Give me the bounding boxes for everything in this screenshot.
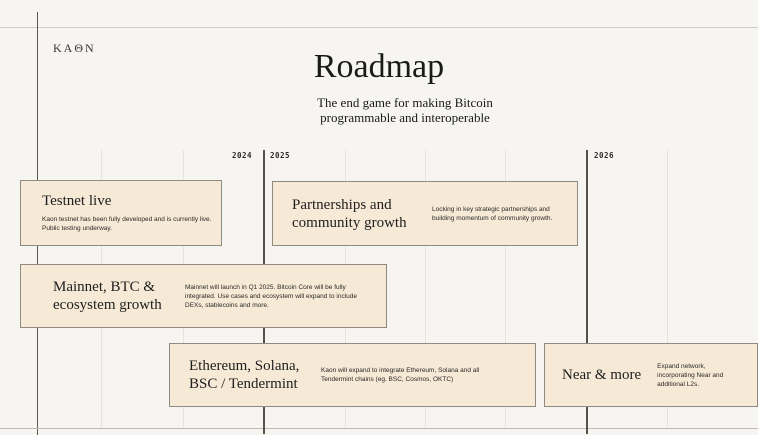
kaon-logo: KAΘN	[53, 41, 96, 55]
milestone-description: Expand network, incorporating Near and a…	[657, 362, 724, 388]
page-subtitle: The end game for making Bitcoin programm…	[317, 95, 493, 125]
grid-line	[505, 150, 506, 428]
milestone-title: Near & more	[562, 366, 642, 383]
page-title: Roadmap	[313, 48, 445, 85]
top-divider	[0, 27, 758, 28]
milestone-title: Partnerships and community growth	[292, 196, 407, 231]
milestone-description: Locking in key strategic partnerships an…	[432, 205, 553, 222]
milestone-description: Kaon testnet has been fully developed an…	[42, 216, 212, 232]
milestone-card-mainnet: Mainnet, BTC & ecosystem growth Mainnet …	[20, 264, 387, 328]
milestone-card-testnet: Testnet live Kaon testnet has been fully…	[20, 180, 222, 246]
milestone-title: Mainnet, BTC & ecosystem growth	[53, 279, 162, 313]
year-label-2026: 2026	[594, 151, 615, 160]
year-label-2024: 2024	[232, 151, 253, 160]
milestone-description: Mainnet will launch in Q1 2025. Bitcoin …	[185, 283, 357, 309]
year-label-2025: 2025	[270, 151, 291, 160]
year-line-2026	[586, 150, 588, 434]
grid-line	[425, 150, 426, 428]
milestone-title: Ethereum, Solana, BSC / Tendermint	[189, 358, 300, 392]
milestone-card-ethereum-solana: Ethereum, Solana, BSC / Tendermint Kaon …	[169, 343, 536, 407]
milestone-title: Testnet live	[42, 193, 112, 209]
bottom-divider	[0, 428, 758, 429]
milestone-card-partnerships: Partnerships and community growth Lockin…	[272, 181, 578, 246]
milestone-card-near: Near & more Expand network, incorporatin…	[544, 343, 758, 407]
milestone-description: Kaon will expand to integrate Ethereum, …	[321, 367, 480, 383]
grid-line	[667, 150, 668, 428]
